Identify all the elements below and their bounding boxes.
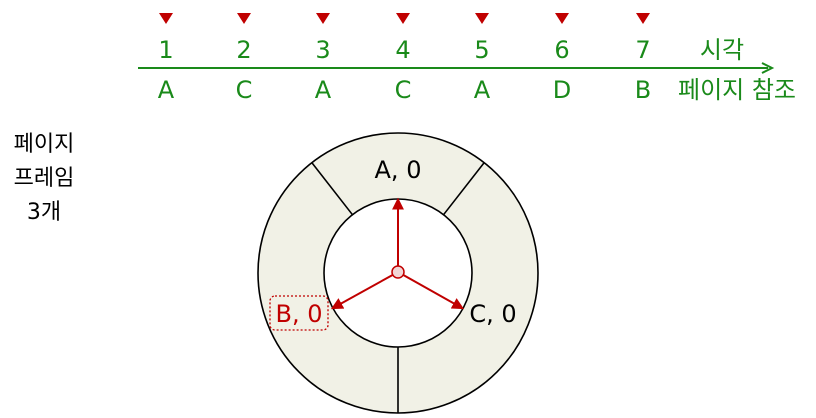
reference-marker-icon <box>555 13 569 24</box>
page-reference: C <box>236 76 253 104</box>
time-axis-label: 시각 <box>700 36 744 64</box>
reference-marker-icon <box>316 13 330 24</box>
page-reference: A <box>474 76 491 104</box>
time-number: 5 <box>474 36 489 64</box>
frame-divider <box>442 162 485 216</box>
timeline: 1 2 3 4 5 6 7 A C A C A D B 시각 페이지 참조 <box>138 13 796 104</box>
reference-marker-icon <box>636 13 650 24</box>
page-reference: A <box>158 76 175 104</box>
page-reference: B <box>635 76 651 104</box>
page-reference: C <box>395 76 412 104</box>
time-number: 4 <box>395 36 410 64</box>
clock-pointer-arrow <box>397 271 465 310</box>
reference-marker-icon <box>396 13 410 24</box>
reference-marker-icon <box>475 13 489 24</box>
time-number: 2 <box>236 36 251 64</box>
reference-markers <box>159 13 650 24</box>
timeline-arrowhead <box>761 62 775 74</box>
clock: A, 0 B, 0 C, 0 <box>257 132 539 414</box>
time-number: 7 <box>635 36 650 64</box>
page-reference: A <box>315 76 332 104</box>
page-ref-axis-label: 페이지 참조 <box>678 76 796 104</box>
reference-marker-icon <box>159 13 173 24</box>
time-number: 3 <box>315 36 330 64</box>
clock-pointers <box>330 197 465 310</box>
frame-b-highlight <box>269 295 329 331</box>
frame-label-line2: 프레임 <box>13 166 75 191</box>
frame-a-label: A, 0 <box>375 156 422 184</box>
frame-dividers <box>311 162 485 413</box>
reference-marker-icon <box>237 13 251 24</box>
frame-count-label: 페이지 프레임 3개 <box>0 128 88 230</box>
clock-hub <box>391 265 405 279</box>
frame-c-label: C, 0 <box>469 300 516 328</box>
frame-divider <box>311 162 354 216</box>
time-numbers: 1 2 3 4 5 6 7 <box>158 36 650 64</box>
time-number: 1 <box>158 36 173 64</box>
frame-label-line3: 3개 <box>26 200 62 225</box>
time-number: 6 <box>554 36 569 64</box>
clock-pointer-arrow <box>330 271 399 310</box>
page-reference: D <box>553 76 571 104</box>
frame-label-line1: 페이지 <box>13 132 75 157</box>
frame-b-label: B, 0 <box>276 300 323 328</box>
